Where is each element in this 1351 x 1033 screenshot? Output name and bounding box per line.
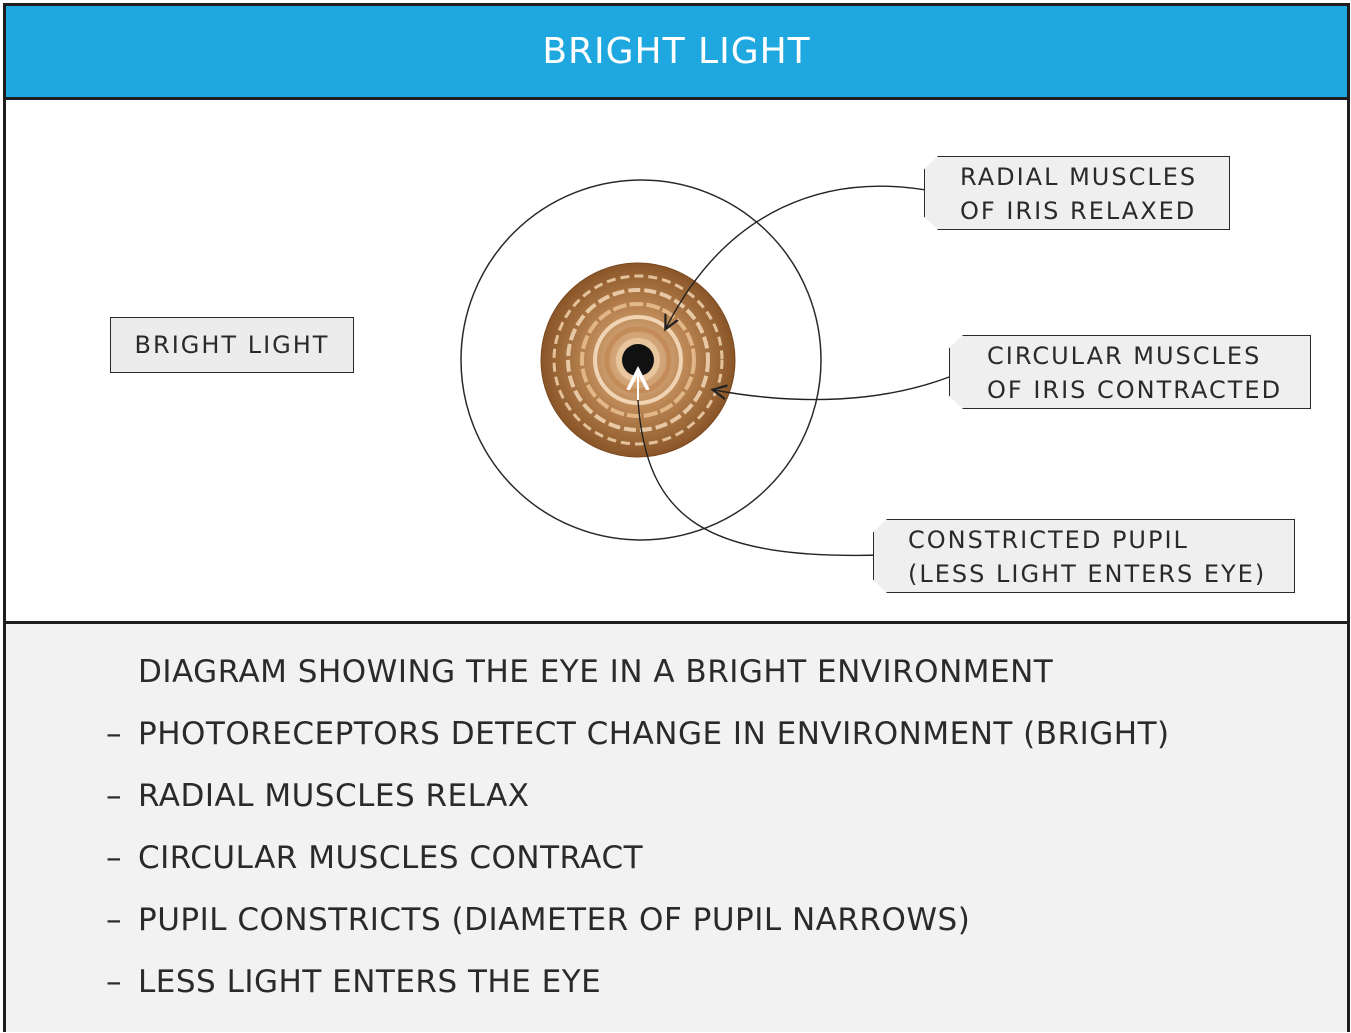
circular-muscles-label: CIRCULAR MUSCLES OF IRIS CONTRACTED (949, 335, 1311, 409)
point-text: PUPIL CONSTRICTS (DIAMETER OF PUPIL NARR… (138, 902, 971, 938)
point-text: CIRCULAR MUSCLES CONTRACT (138, 840, 644, 876)
description-point: –CIRCULAR MUSCLES CONTRACT (106, 840, 644, 876)
figure-frame: BRIGHT LIGHT (3, 3, 1350, 1032)
radial-arrow (666, 185, 938, 328)
bright-light-text: BRIGHT LIGHT (134, 331, 330, 359)
description-point: –RADIAL MUSCLES RELAX (106, 778, 530, 814)
eye-diagram: BRIGHT LIGHT RADIAL MUSCLES OF IRIS RELA… (6, 100, 1347, 621)
radial-label-line-2: OF IRIS RELAXED (960, 197, 1197, 225)
description-point: –PUPIL CONSTRICTS (DIAMETER OF PUPIL NAR… (106, 902, 971, 938)
eye-outline (460, 179, 822, 541)
description-title-text: DIAGRAM SHOWING THE EYE IN A BRIGHT ENVI… (138, 654, 1054, 690)
description-panel: DIAGRAM SHOWING THE EYE IN A BRIGHT ENVI… (6, 621, 1347, 1032)
page-title: BRIGHT LIGHT (542, 31, 811, 72)
description-point: –LESS LIGHT ENTERS THE EYE (106, 964, 602, 1000)
bright-light-label: BRIGHT LIGHT (110, 317, 354, 373)
circular-label-line-2: OF IRIS CONTRACTED (987, 376, 1283, 404)
pupil (622, 344, 654, 376)
pupil-label-line-1: CONSTRICTED PUPIL (908, 526, 1189, 554)
title-banner: BRIGHT LIGHT (6, 6, 1347, 100)
description-title: DIAGRAM SHOWING THE EYE IN A BRIGHT ENVI… (106, 654, 1053, 690)
pupil-arrow (637, 399, 885, 557)
pupil-label-line-2: (LESS LIGHT ENTERS EYE) (908, 560, 1267, 588)
circular-label-line-1: CIRCULAR MUSCLES (987, 342, 1262, 370)
circular-arrow (714, 370, 965, 401)
radial-label-line-1: RADIAL MUSCLES (960, 163, 1198, 191)
description-point: –PHOTORECEPTORS DETECT CHANGE IN ENVIRON… (106, 716, 1170, 752)
constricted-pupil-label: CONSTRICTED PUPIL (LESS LIGHT ENTERS EYE… (873, 519, 1295, 593)
radial-muscles-label: RADIAL MUSCLES OF IRIS RELAXED (924, 156, 1230, 230)
point-text: PHOTORECEPTORS DETECT CHANGE IN ENVIRONM… (138, 716, 1170, 752)
point-text: LESS LIGHT ENTERS THE EYE (138, 964, 602, 1000)
eye-diagram-svg (460, 179, 969, 560)
point-text: RADIAL MUSCLES RELAX (138, 778, 530, 814)
